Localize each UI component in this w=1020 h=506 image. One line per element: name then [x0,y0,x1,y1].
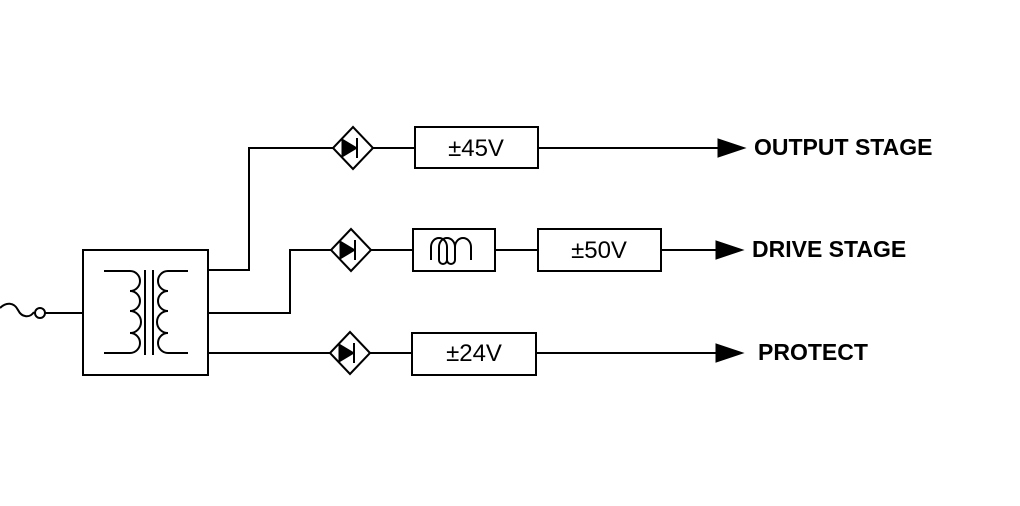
voltage-label: ±50V [571,237,627,264]
rail-drive: ±50V DRIVE STAGE [208,227,906,314]
inductor-coil-icon [430,237,472,265]
voltage-label: ±45V [448,135,504,162]
transformer-icon [82,249,209,376]
rectifier-diode-icon [329,227,373,273]
arrow-right-icon [715,240,745,260]
rail-output: ±45V OUTPUT STAGE [208,125,932,271]
rail-protect: ±24V PROTECT [208,330,868,376]
destination-label: OUTPUT STAGE [754,134,932,160]
rectifier-diode-icon [331,125,375,171]
arrow-right-icon [717,138,747,158]
fuse-icon [0,302,83,319]
destination-label: PROTECT [758,339,868,365]
voltage-label: ±24V [446,340,502,367]
rectifier-diode-icon [328,330,372,376]
destination-label: DRIVE STAGE [752,236,906,262]
arrow-right-icon [715,343,745,363]
